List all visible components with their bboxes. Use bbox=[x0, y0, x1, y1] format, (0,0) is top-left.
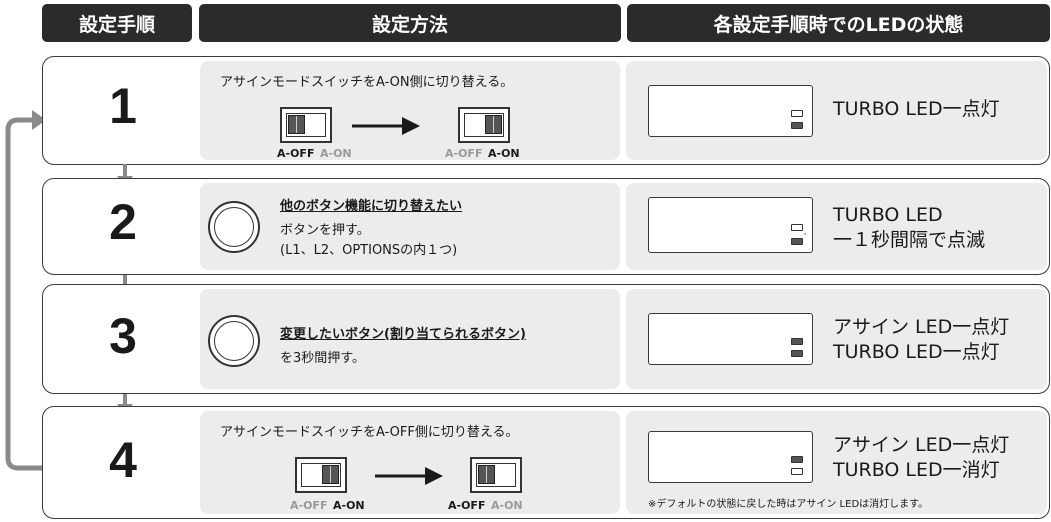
right-arrow-icon bbox=[375, 467, 443, 485]
step-row-2: 2 他のボタン機能に切り替えたい ボタンを押す。 (L1、L2、OPTIONSの… bbox=[42, 178, 1050, 275]
step-title: 変更したいボタン(割り当てられるボタン) bbox=[280, 327, 526, 342]
assign-led bbox=[791, 338, 803, 345]
switch-on-label: A-ON bbox=[491, 499, 523, 512]
led-status-text: アサイン LED一点灯 TURBO LED一消灯 bbox=[833, 434, 1010, 481]
instruction-line-1: を3秒間押す。 bbox=[280, 351, 365, 366]
step-row-4: 4 アサインモードスイッチをA-OFF側に切り替える。 A-OFF A-ON A… bbox=[42, 406, 1050, 519]
switch-off-label: A-OFF bbox=[445, 147, 483, 160]
led-panel: アサイン LED一点灯 TURBO LED一消灯 ※デフォルトの状態に戻した時は… bbox=[626, 411, 1047, 514]
assign-led bbox=[791, 456, 803, 463]
led-display bbox=[648, 431, 813, 483]
switch-off-state bbox=[470, 457, 522, 493]
led-display bbox=[648, 313, 813, 365]
led-status-text: アサイン LED一点灯 TURBO LED一点灯 bbox=[833, 316, 1010, 363]
method-panel: アサインモードスイッチをA-OFF側に切り替える。 A-OFF A-ON A-O… bbox=[200, 411, 620, 514]
footnote: ※デフォルトの状態に戻した時はアサイン LEDは消灯します。 bbox=[648, 499, 929, 510]
method-panel: 他のボタン機能に切り替えたい ボタンを押す。 (L1、L2、OPTIONSの内１… bbox=[200, 183, 620, 270]
button-icon bbox=[208, 315, 260, 367]
step-number: 2 bbox=[109, 194, 137, 250]
header-method: 設定方法 bbox=[199, 4, 621, 42]
loop-back-arrow bbox=[5, 110, 46, 471]
header-step: 設定手順 bbox=[42, 4, 192, 42]
instruction-text: アサインモードスイッチをA-OFF側に切り替える。 bbox=[220, 425, 519, 440]
turbo-led bbox=[791, 468, 803, 475]
button-icon bbox=[208, 201, 260, 253]
instruction-line-2: (L1、L2、OPTIONSの内１つ) bbox=[280, 243, 458, 258]
led-panel: アサイン LED一点灯 TURBO LED一点灯 bbox=[626, 289, 1047, 389]
turbo-led bbox=[791, 122, 803, 129]
method-panel: 変更したいボタン(割り当てられるボタン) を3秒間押す。 bbox=[200, 289, 620, 389]
turbo-led bbox=[791, 350, 803, 357]
switch-on-label: A-ON bbox=[333, 499, 365, 512]
led-display bbox=[648, 85, 813, 137]
down-arrow-stem bbox=[123, 394, 127, 405]
step-number: 3 bbox=[109, 308, 137, 364]
switch-on-state bbox=[295, 457, 347, 493]
step-number: 1 bbox=[109, 78, 137, 134]
blink-icon: ﾞ bbox=[804, 233, 808, 242]
header-led-state: 各設定手順時でのLEDの状態 bbox=[627, 4, 1050, 42]
turbo-led-blinking bbox=[791, 238, 803, 245]
led-panel: TURBO LED一点灯 bbox=[626, 61, 1047, 160]
switch-off-label: A-OFF bbox=[290, 499, 328, 512]
switch-off-state bbox=[280, 107, 332, 143]
instruction-text: アサインモードスイッチをA-ON側に切り替える。 bbox=[220, 75, 514, 90]
step-title: 他のボタン機能に切り替えたい bbox=[280, 199, 463, 214]
right-arrow-icon bbox=[352, 117, 420, 135]
switch-off-label: A-OFF bbox=[448, 499, 486, 512]
assign-led bbox=[791, 110, 803, 117]
led-status-text: TURBO LED一点灯 bbox=[833, 98, 1000, 120]
switch-on-label: A-ON bbox=[488, 147, 520, 160]
switch-off-label: A-OFF bbox=[277, 147, 315, 160]
step-number: 4 bbox=[109, 432, 137, 488]
step-row-3: 3 変更したいボタン(割り当てられるボタン) を3秒間押す。 アサイン LED一… bbox=[42, 284, 1050, 394]
switch-on-state bbox=[458, 107, 510, 143]
instruction-line-1: ボタンを押す。 bbox=[280, 223, 370, 238]
step-row-1: 1 アサインモードスイッチをA-ON側に切り替える。 A-OFF A-ON A-… bbox=[42, 56, 1050, 165]
down-arrow-stem bbox=[123, 275, 127, 286]
method-panel: アサインモードスイッチをA-ON側に切り替える。 A-OFF A-ON A-OF… bbox=[200, 61, 620, 160]
led-status-text: TURBO LED 一１秒間隔で点滅 bbox=[833, 204, 986, 251]
assign-led bbox=[791, 224, 803, 231]
down-arrow-stem bbox=[123, 164, 127, 176]
led-display: ﾞ bbox=[648, 197, 813, 253]
switch-on-label: A-ON bbox=[320, 147, 352, 160]
led-panel: ﾞ TURBO LED 一１秒間隔で点滅 bbox=[626, 183, 1047, 270]
